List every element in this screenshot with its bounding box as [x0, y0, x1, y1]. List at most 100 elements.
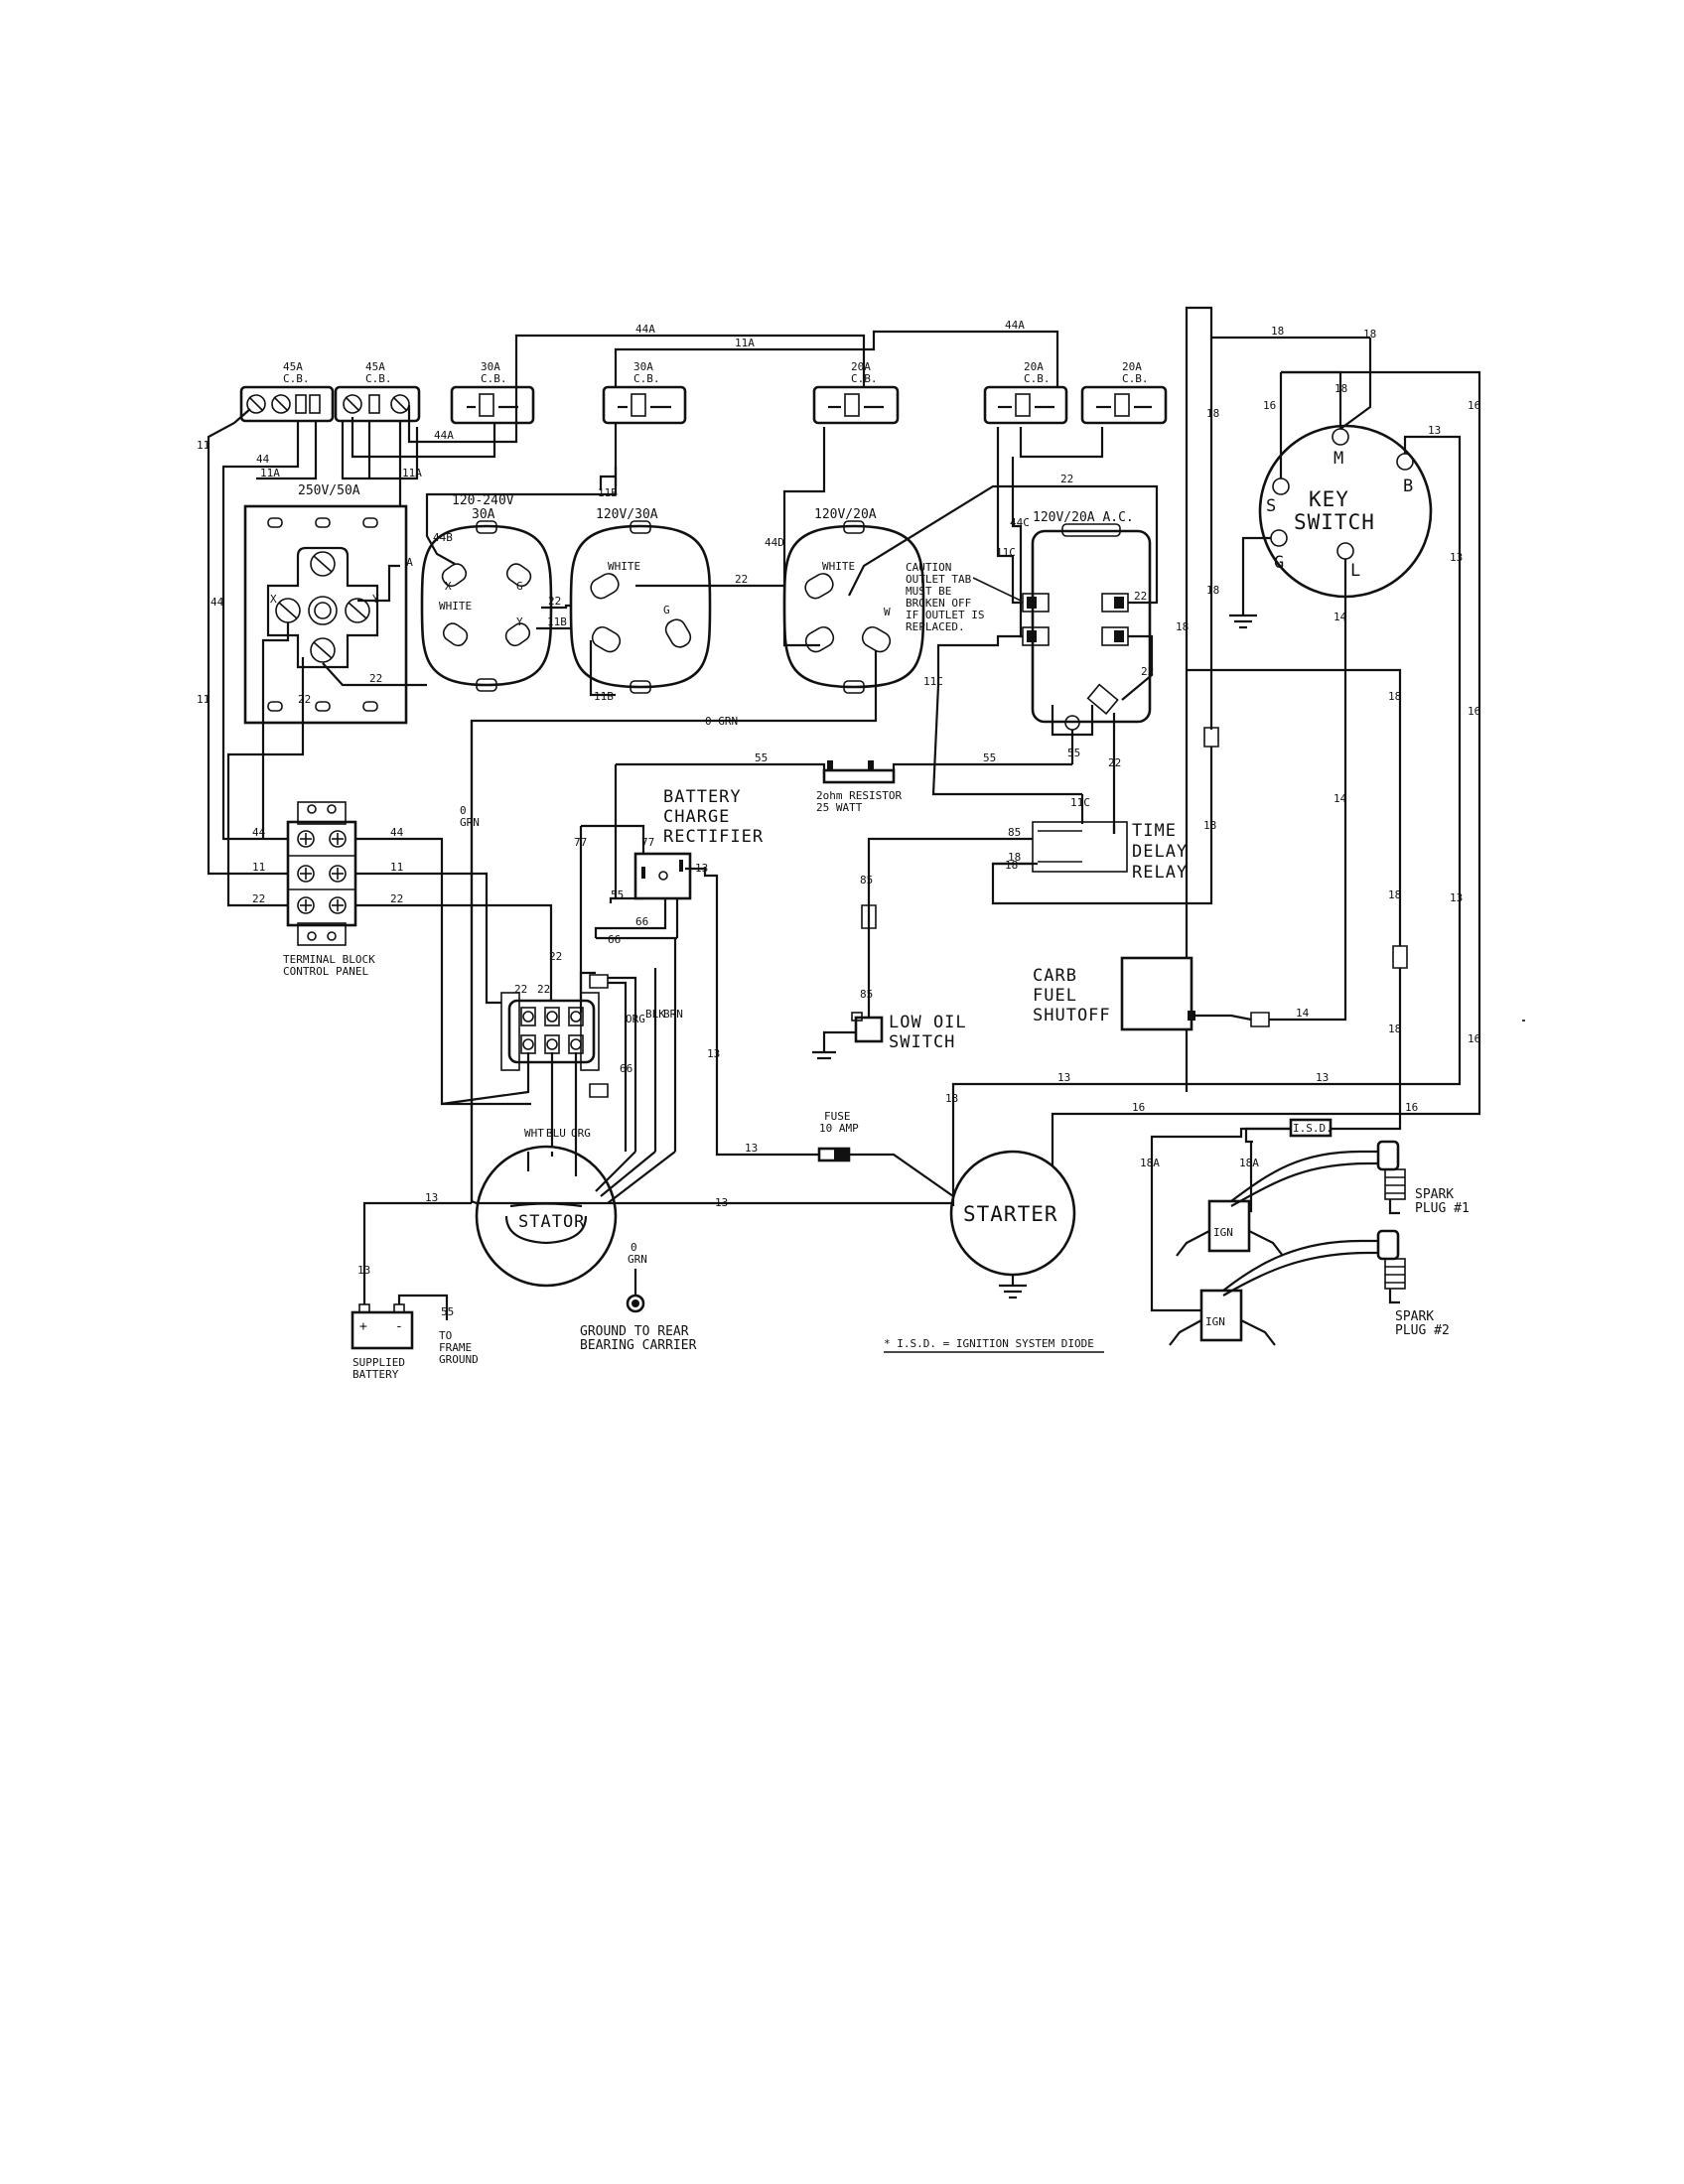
carb-label: SHUTOFF — [1033, 1006, 1111, 1025]
wire-label-22: 22 — [537, 983, 550, 996]
terminal-white: WHITE — [822, 560, 855, 573]
breaker-type: C.B. — [1122, 372, 1149, 385]
wire-label-11: 11 — [197, 693, 210, 706]
wire-label-18: 18 — [1388, 888, 1401, 901]
outlet-120v-20a-ac: 120V/20A A.C. 11C 44C 22 22 11C 55 22 — [923, 427, 1159, 834]
outlet-label: 120V/20A A.C. — [1033, 510, 1134, 525]
terminal-x: X — [270, 593, 277, 606]
ground-rear-bearing: 0 GRN GROUND TO REAR BEARING CARRIER — [580, 1241, 697, 1353]
wire-label-44a: 44A — [434, 429, 454, 442]
terminal-s: S — [1266, 496, 1277, 516]
frame-ground-label: GROUND — [439, 1353, 479, 1366]
battery-label: SUPPLIED — [352, 1356, 405, 1369]
wire-label-18a: 18A — [1140, 1157, 1160, 1169]
wire-label-22: 22 — [1060, 473, 1073, 485]
footnote: * I.S.D. = IGNITION SYSTEM DIODE — [884, 1337, 1104, 1353]
wire-label-44: 44 — [390, 826, 404, 839]
wire-label-16: 16 — [1132, 1101, 1145, 1114]
terminal-b: B — [1403, 477, 1414, 496]
wire-label-22: 22 — [252, 892, 265, 905]
wire-label-22: 22 — [298, 693, 311, 706]
outlet-250v-50a-label: 250V/50A — [298, 483, 360, 498]
wire-label-55: 55 — [755, 751, 768, 764]
wire-label-18: 18 — [1008, 851, 1021, 864]
wire-label-grn: GRN — [460, 816, 480, 829]
breaker-type: C.B. — [481, 372, 507, 385]
wire-label-16: 16 — [1468, 705, 1480, 718]
resistor-2ohm: 55 55 2ohm RESISTOR 25 WATT 55 — [611, 751, 1072, 901]
wire-label-44c: 44C — [1010, 516, 1030, 529]
breaker-rating: 30A — [633, 360, 653, 373]
starter-label: STARTER — [963, 1202, 1058, 1226]
wire-label-18: 18 — [1206, 584, 1219, 597]
wire-label-13: 13 — [425, 1191, 438, 1204]
frame-ground-label: TO — [439, 1329, 452, 1342]
spark-plug-2-label: SPARK — [1395, 1309, 1434, 1324]
wire-label-11b: 11B — [547, 615, 567, 628]
caution-line: CAUTION — [906, 561, 951, 574]
wire-label-13: 13 — [1428, 424, 1441, 437]
wire-label-13: 13 — [695, 862, 708, 875]
rectifier-label: CHARGE — [663, 807, 730, 827]
breaker-30a-1: 30A C.B. — [450, 360, 535, 425]
wire-label-11: 11 — [197, 439, 210, 452]
wire-label-13: 13 — [707, 1047, 720, 1060]
wire-label-14: 14 — [1296, 1007, 1310, 1020]
breaker-type: C.B. — [365, 372, 392, 385]
wire-label-66: 66 — [608, 933, 621, 946]
breaker-type: C.B. — [633, 372, 660, 385]
relay-label: RELAY — [1132, 863, 1188, 883]
wire-label-18: 18 — [1176, 620, 1189, 633]
terminal-y: Y — [516, 615, 523, 628]
ign-label: IGN — [1213, 1226, 1233, 1239]
wire-label-11b: 11B — [598, 486, 618, 499]
relay-label: DELAY — [1132, 842, 1188, 862]
outlet-120-240v-30a: 120-240V 30A X G WHITE Y 44B 22 11B — [420, 467, 618, 692]
wire-label-0: 0 — [460, 804, 467, 817]
terminal-g: G — [516, 580, 523, 593]
wire-label-66: 66 — [620, 1062, 632, 1075]
wire-label-13: 13 — [1450, 551, 1463, 564]
terminal-w: W — [884, 606, 891, 618]
outlet-label-amps: 30A — [472, 507, 495, 522]
key-switch-label: KEY — [1309, 487, 1349, 511]
wire-label-13: 13 — [945, 1092, 958, 1105]
wire-label-11a: 11A — [260, 467, 280, 479]
wire-label-16: 16 — [1468, 399, 1480, 412]
battery-plus: + — [359, 1319, 367, 1334]
low-oil-label: SWITCH — [889, 1032, 955, 1052]
breaker-20a-2: 20A C.B. — [983, 360, 1068, 425]
wire-label-18: 18 — [1388, 1023, 1401, 1035]
caution-line: OUTLET TAB — [906, 573, 972, 586]
relay-label: TIME — [1132, 821, 1177, 841]
battery-minus: - — [395, 1319, 403, 1334]
wire-label-22: 22 — [549, 950, 562, 963]
lead-org: ORG — [626, 1013, 645, 1025]
rectifier-label: BATTERY — [663, 787, 742, 807]
wire-label-18: 18 — [1005, 859, 1018, 872]
low-oil-label: LOW OIL — [889, 1013, 967, 1032]
lead-blu: BLU — [546, 1127, 566, 1140]
lead-wht: WHT — [524, 1127, 544, 1140]
outlet-label: 120V/20A — [814, 507, 877, 522]
stator-connector: 22 22 22 66 ORG BLK BRN — [441, 936, 683, 1152]
wire-label-22: 22 — [1108, 756, 1121, 769]
spark-plug-2-label: PLUG #2 — [1395, 1323, 1450, 1338]
breaker-rating: 20A — [851, 360, 871, 373]
wire-label-44: 44 — [210, 596, 224, 609]
battery-charge-rectifier: BATTERY CHARGE RECTIFIER 13 13 77 66 66 … — [574, 787, 763, 1152]
wire-label-44: 44 — [252, 826, 266, 839]
terminal-x: X — [445, 580, 452, 593]
carb-label: FUEL — [1033, 986, 1077, 1006]
outlet-250v-50a: 250V/50A X Y 22 22 — [226, 483, 427, 907]
wire-label-11c: 11C — [996, 546, 1016, 559]
wire-label-85: 85 — [1008, 826, 1021, 839]
outlet-label: 120V/30A — [596, 507, 658, 522]
ground-label: BEARING CARRIER — [580, 1338, 697, 1353]
wire-label-18: 18 — [1271, 325, 1284, 338]
lead-org: ORG — [571, 1127, 591, 1140]
breaker-30a-2: 30A C.B. — [602, 360, 687, 425]
carb-fuel-shutoff: CARB FUEL SHUTOFF 14 — [1033, 956, 1310, 1031]
wire-label-0grn: 0 GRN — [705, 715, 738, 728]
